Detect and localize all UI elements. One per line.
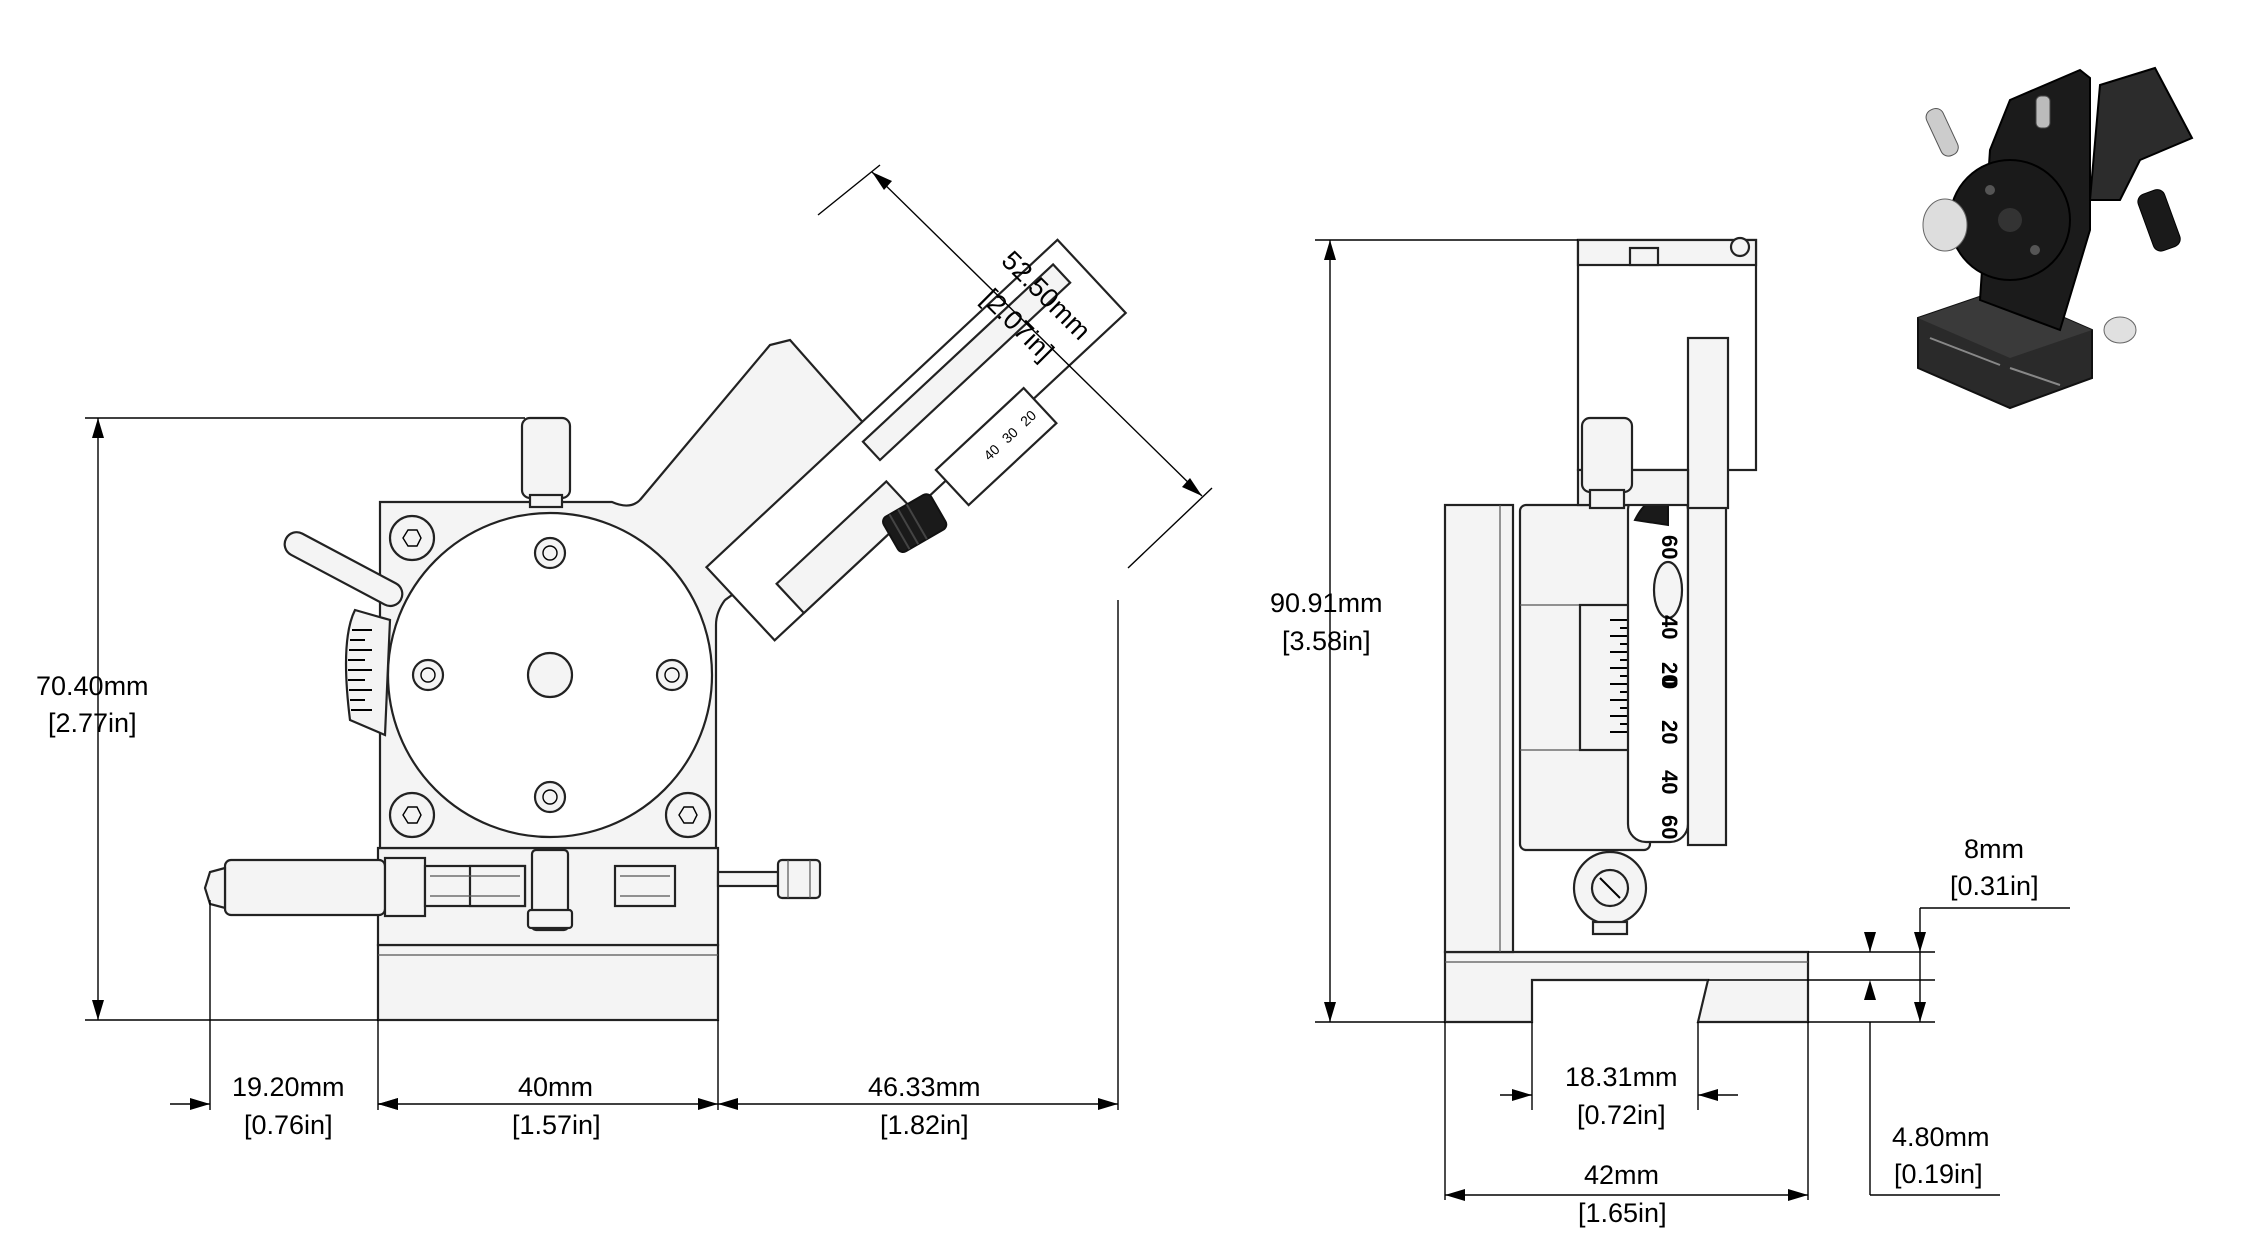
dim-height-side-in: [3.58in] [1282, 626, 1371, 656]
svg-text:40: 40 [1657, 615, 1682, 639]
dim-bottom-mid-in: [1.57in] [512, 1110, 601, 1140]
side-screw-knob [1572, 850, 1648, 936]
dim-bottom-left-mm: 19.20mm [232, 1072, 345, 1102]
disc-screws [411, 536, 689, 814]
svg-text:20: 20 [1657, 662, 1682, 686]
dim-bottom-mid-mm: 40mm [518, 1072, 593, 1102]
front-view: 40 30 20 [203, 238, 1128, 1022]
rotation-scale-ticks [348, 629, 372, 711]
left-micrometer [203, 856, 677, 918]
front-base-plate [376, 943, 720, 1022]
svg-text:20: 20 [1657, 720, 1682, 744]
dim-bottom-right-mm: 46.33mm [868, 1072, 981, 1102]
diagonal-bracket [704, 238, 1128, 642]
side-top-pin [1580, 416, 1634, 494]
dim-height-left-mm: 70.40mm [36, 671, 149, 701]
svg-text:60: 60 [1657, 535, 1682, 559]
side-right-strip [1686, 503, 1728, 847]
black-locking-knob [882, 493, 948, 553]
dim-slot-in: [0.72in] [1577, 1100, 1666, 1130]
dim-height-left-in: [2.77in] [48, 708, 137, 738]
dim-base-in: [1.65in] [1578, 1198, 1667, 1228]
dim-slot-mm: 18.31mm [1565, 1062, 1678, 1092]
diagonal-micrometer: 40 30 20 [934, 386, 1058, 507]
rotation-scale-arc [344, 608, 392, 737]
iso-knob-right [2103, 316, 2137, 344]
side-left-block [1443, 503, 1515, 954]
iso-micrometer-right [2137, 189, 2181, 252]
dim-base-mm: 42mm [1584, 1160, 1659, 1190]
side-view: 60 40 20 0 20 40 60 [1443, 236, 1810, 1024]
dim-bottom-left-in: [0.76in] [244, 1110, 333, 1140]
side-dial-indicator [1652, 560, 1684, 620]
rotation-lever [283, 531, 404, 608]
corner-screws [388, 514, 712, 839]
dim-step-top-in: [0.31in] [1950, 871, 2039, 901]
top-pin [520, 416, 572, 500]
svg-text:60: 60 [1657, 815, 1682, 839]
side-dial-labels: 60 40 20 0 20 40 60 [1657, 535, 1682, 839]
iso-micrometer-left [1922, 198, 1968, 252]
isometric-render [1917, 66, 2194, 410]
center-bore [526, 651, 574, 699]
svg-text:0: 0 [1657, 677, 1682, 689]
iso-lever [1925, 107, 1959, 157]
dim-step-bottom-in: [0.19in] [1894, 1159, 1983, 1189]
iso-pin-top [2035, 95, 2051, 129]
iso-arm [2088, 66, 2194, 201]
right-adjust-knob [716, 858, 822, 900]
svg-text:40: 40 [1657, 770, 1682, 794]
side-dimensions: 90.91mm [3.58in] 8mm [0.31in] 4.80mm [0.… [1270, 239, 2070, 1228]
dim-step-top-mm: 8mm [1964, 834, 2024, 864]
dim-step-bottom-mm: 4.80mm [1892, 1122, 1990, 1152]
side-top-slide [1686, 336, 1730, 510]
dim-height-side-mm: 90.91mm [1270, 588, 1383, 618]
dim-bottom-right-in: [1.82in] [880, 1110, 969, 1140]
